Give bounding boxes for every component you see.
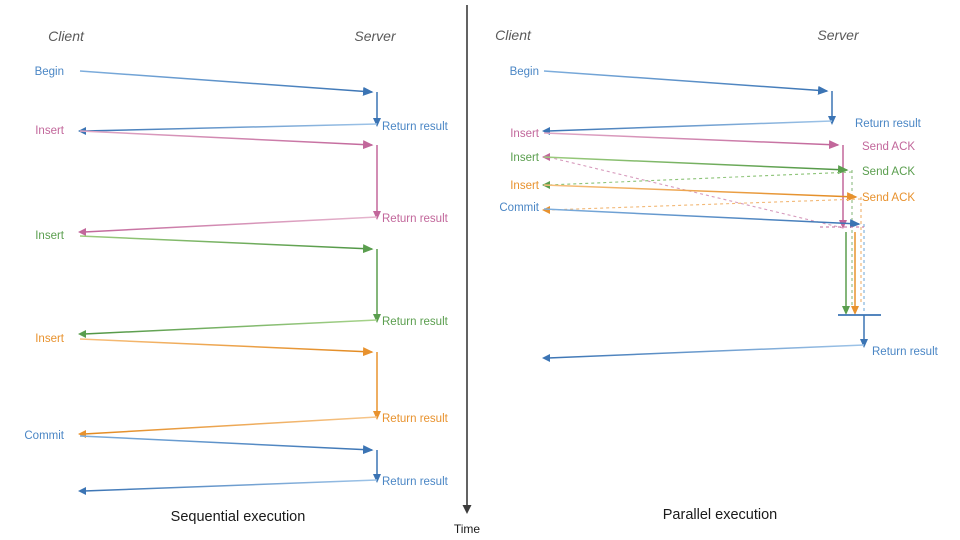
message-begin-parallel (542, 70, 836, 135)
message-insert-3-parallel (542, 184, 862, 315)
message-insert-2-sequential (78, 235, 381, 338)
message-insert-2-parallel (542, 156, 853, 315)
client-label-insert-3-sequential: Insert (35, 333, 65, 345)
message-commit-parallel (542, 208, 881, 362)
lane-header-client-parallel: Client (495, 27, 532, 43)
lane-header-server-sequential: Server (354, 28, 397, 44)
server-label-send-ack-insert-1-parallel: Send ACK (862, 141, 915, 153)
server-label-send-ack-insert-2-parallel: Send ACK (862, 166, 915, 178)
time-axis-label: Time (454, 522, 481, 536)
caption-parallel: Parallel execution (663, 507, 777, 523)
server-label-return-result-begin-parallel: Return result (855, 118, 922, 130)
caption-sequential: Sequential execution (171, 509, 306, 525)
client-label-insert-2-parallel: Insert (510, 152, 540, 164)
lane-header-client-sequential: Client (48, 28, 85, 44)
server-label-return-result-insert-2-sequential: Return result (382, 316, 449, 328)
message-insert-1-parallel (542, 132, 847, 229)
client-label-insert-2-sequential: Insert (35, 230, 65, 242)
server-label-return-result-insert-1-sequential: Return result (382, 213, 449, 225)
client-label-commit-sequential: Commit (24, 430, 64, 442)
server-label-return-result-insert-3-sequential: Return result (382, 413, 449, 425)
message-insert-1-sequential (78, 130, 381, 236)
client-label-commit-parallel: Commit (499, 202, 539, 214)
message-commit-sequential (78, 435, 381, 495)
panel-sequential (78, 70, 381, 495)
server-label-send-ack-insert-3-parallel: Send ACK (862, 192, 915, 204)
client-label-begin-sequential: Begin (35, 66, 64, 78)
lane-header-server-parallel: Server (817, 27, 860, 43)
server-label-return-result-begin-sequential: Return result (382, 121, 449, 133)
client-label-insert-1-parallel: Insert (510, 128, 540, 140)
time-axis (462, 5, 472, 514)
server-label-return-result-commit-sequential: Return result (382, 476, 449, 488)
client-label-begin-parallel: Begin (510, 66, 539, 78)
client-label-insert-1-sequential: Insert (35, 125, 65, 137)
panel-parallel (542, 70, 881, 362)
client-label-insert-3-parallel: Insert (510, 180, 540, 192)
server-label-return-result-commit-parallel: Return result (872, 346, 939, 358)
